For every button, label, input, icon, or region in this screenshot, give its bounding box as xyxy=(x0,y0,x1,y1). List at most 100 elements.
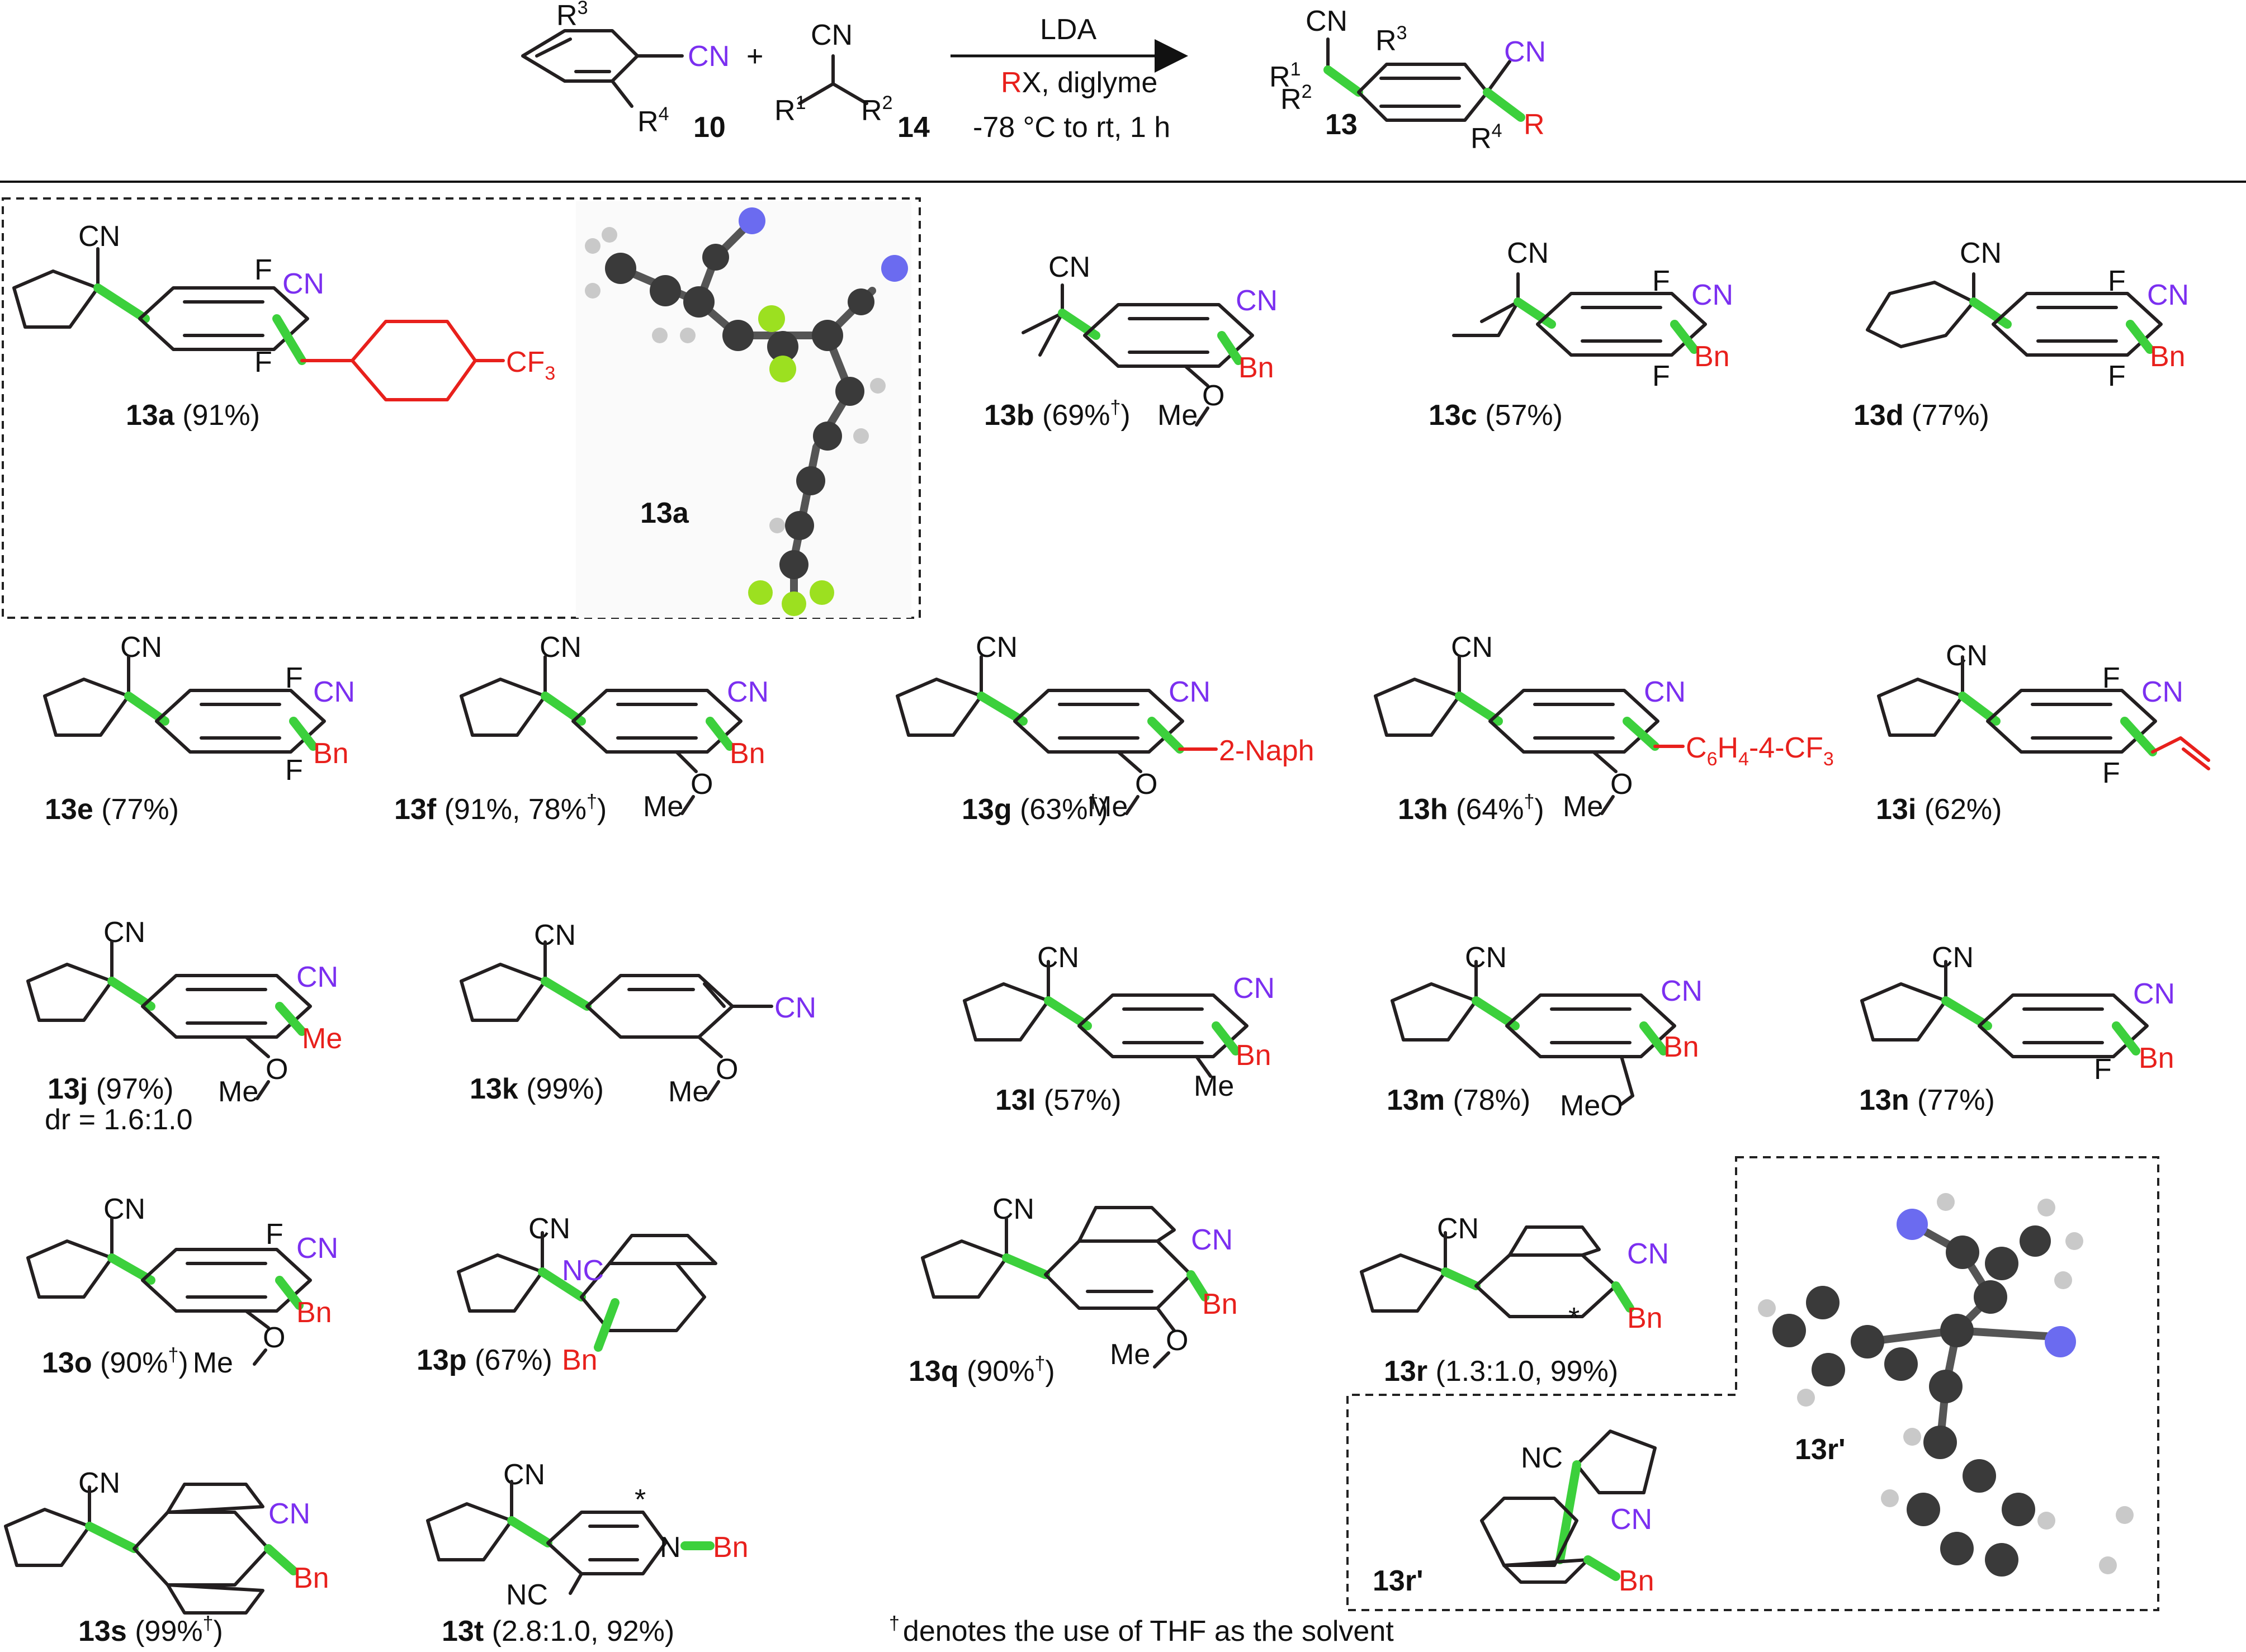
me-13l: Me xyxy=(1194,1070,1234,1102)
label-13o: 13o (90%†)Me xyxy=(42,1345,233,1379)
f-13e-1: F xyxy=(285,662,303,694)
nc-13t: NC xyxy=(506,1579,548,1611)
f-13i-2: F xyxy=(2102,757,2120,789)
o-13h: O xyxy=(1610,768,1633,801)
o-13b: O xyxy=(1202,380,1224,412)
compound-13-label: 13 xyxy=(1325,108,1358,141)
r3-label-13: R3 xyxy=(1375,22,1407,57)
structure-13s: CN CN Bn xyxy=(6,1467,329,1615)
cn-13l-purple: CN xyxy=(1233,972,1275,1005)
label-13c: 13c (57%) xyxy=(1429,399,1563,432)
cn-13q: CN xyxy=(992,1193,1034,1225)
crystal-13r-prime-label: 13r' xyxy=(1795,1433,1845,1466)
cn-13r-prime: CN xyxy=(1610,1503,1652,1536)
structure-13h: CN CN C6H4-4-CF3 O Me xyxy=(1375,631,1834,823)
f-13n: F xyxy=(2094,1053,2112,1086)
label-13g: 13g (63%†) xyxy=(962,791,1108,826)
cn-label-13a: CN xyxy=(1306,5,1347,37)
o-13f: O xyxy=(691,768,713,801)
structure-13r: CN * CN Bn xyxy=(1361,1213,1669,1334)
bn-13r: Bn xyxy=(1627,1302,1663,1334)
label-13d: 13d (77%) xyxy=(1853,399,1989,432)
label-13t: 13t (2.8:1.0, 92%) xyxy=(442,1615,674,1648)
cn-13b: CN xyxy=(1048,251,1090,283)
f-13o: F xyxy=(266,1218,283,1251)
drawing-13r-prime-label: 13r' xyxy=(1373,1565,1423,1597)
me-13g: Me xyxy=(1087,791,1128,823)
naph-13g: 2-Naph xyxy=(1219,735,1314,767)
cn-13k: CN xyxy=(534,919,576,952)
structure-13d: CN F F CN Bn xyxy=(1866,237,2189,392)
cn-13n: CN xyxy=(1932,941,1974,974)
me-13q: Me xyxy=(1110,1338,1150,1371)
cn-13d: CN xyxy=(1960,237,2002,269)
cn-13i: CN xyxy=(1946,640,1988,672)
label-13p: 13p (67%) xyxy=(417,1344,552,1376)
structure-13q: CN CN Bn O Me xyxy=(923,1193,1238,1371)
cn-13c-purple: CN xyxy=(1691,279,1733,311)
condition-reagent: RX, diglyme xyxy=(1001,67,1157,99)
plus-sign: + xyxy=(746,40,763,73)
r2-label-13: R2 xyxy=(1280,81,1312,116)
cn-13a: CN xyxy=(78,220,120,253)
bn-13p: Bn xyxy=(562,1344,598,1376)
structure-13o: CN F CN Bn O xyxy=(28,1193,338,1366)
structure-13a: CN F F CN CF3 xyxy=(14,220,555,401)
nitrile-14-structure: CN R1 R2 14 xyxy=(774,19,930,144)
note-13j: dr = 1.6:1.0 xyxy=(45,1104,193,1136)
cn-13t: CN xyxy=(503,1459,545,1491)
cn-13h-purple: CN xyxy=(1644,676,1686,708)
cn-13s: CN xyxy=(78,1467,120,1499)
f-13e-2: F xyxy=(285,754,303,787)
me-13f: Me xyxy=(643,791,683,823)
structure-13f: CN CN Bn O Me xyxy=(461,631,769,823)
cn-13h: CN xyxy=(1451,631,1493,664)
structure-13t: CN * N Bn NC xyxy=(428,1459,749,1611)
me-13b: Me xyxy=(1157,399,1198,432)
cn-13r: CN xyxy=(1437,1213,1479,1245)
structure-13c: CN F F CN Bn xyxy=(1452,237,1733,392)
bn-13c: Bn xyxy=(1694,340,1730,373)
structure-13g: CN CN 2-Naph O Me xyxy=(897,631,1314,823)
r4-label-13: R4 xyxy=(1470,120,1502,155)
cn-13c: CN xyxy=(1507,237,1549,269)
f-13c-2: F xyxy=(1652,360,1670,392)
label-13e: 13e (77%) xyxy=(45,793,179,826)
structure-13i: CN F F CN xyxy=(1879,640,2210,789)
f-13d-1: F xyxy=(2108,265,2126,297)
cn-label-14: CN xyxy=(811,19,853,51)
condition-temperature: -78 °C to rt, 1 h xyxy=(973,111,1170,144)
f-13d-2: F xyxy=(2108,360,2126,392)
label-13j: 13j (97%) xyxy=(48,1073,173,1105)
bn-13f: Bn xyxy=(730,737,765,770)
condition-base: LDA xyxy=(1040,13,1096,46)
o-13k: O xyxy=(716,1053,738,1086)
me-13h: Me xyxy=(1563,791,1603,823)
footnote: †denotes the use of THF as the solvent xyxy=(889,1613,1394,1648)
compound-labels: 13a (91%) 13b (69%†) 13c (57%) 13d (77%)… xyxy=(42,397,2002,1648)
cn-13k-purple: CN xyxy=(774,992,816,1024)
bn-13q: Bn xyxy=(1202,1288,1238,1320)
cn-13s-purple: CN xyxy=(268,1498,310,1530)
label-13h: 13h (64%†) xyxy=(1398,791,1544,826)
structure-13l: CN CN Bn Me xyxy=(964,941,1275,1102)
cn-13j: CN xyxy=(103,916,145,949)
n-13t: N xyxy=(660,1531,681,1564)
bn-13s: Bn xyxy=(294,1562,329,1594)
r-label-13: R xyxy=(1524,108,1545,141)
label-13f: 13f (91%, 78%†) xyxy=(394,791,607,826)
arene-10-structure: R3 CN R4 10 xyxy=(521,0,730,144)
f-13c-1: F xyxy=(1652,265,1670,297)
cn-13e-purple: CN xyxy=(313,676,355,708)
label-13r: 13r (1.3:1.0, 99%) xyxy=(1384,1355,1618,1388)
structure-13k: CN CN O Me xyxy=(461,919,816,1108)
cn-13o: CN xyxy=(103,1193,145,1225)
cn-13f-purple: CN xyxy=(727,676,769,708)
me-13j: Me xyxy=(218,1076,258,1108)
me-13j-red: Me xyxy=(302,1023,342,1055)
label-13q: 13q (90%†) xyxy=(909,1353,1055,1388)
structure-13p: CN NC Bn xyxy=(458,1213,717,1376)
me-13k: Me xyxy=(668,1076,708,1108)
structure-13j: CN CN Me O Me xyxy=(28,916,342,1108)
